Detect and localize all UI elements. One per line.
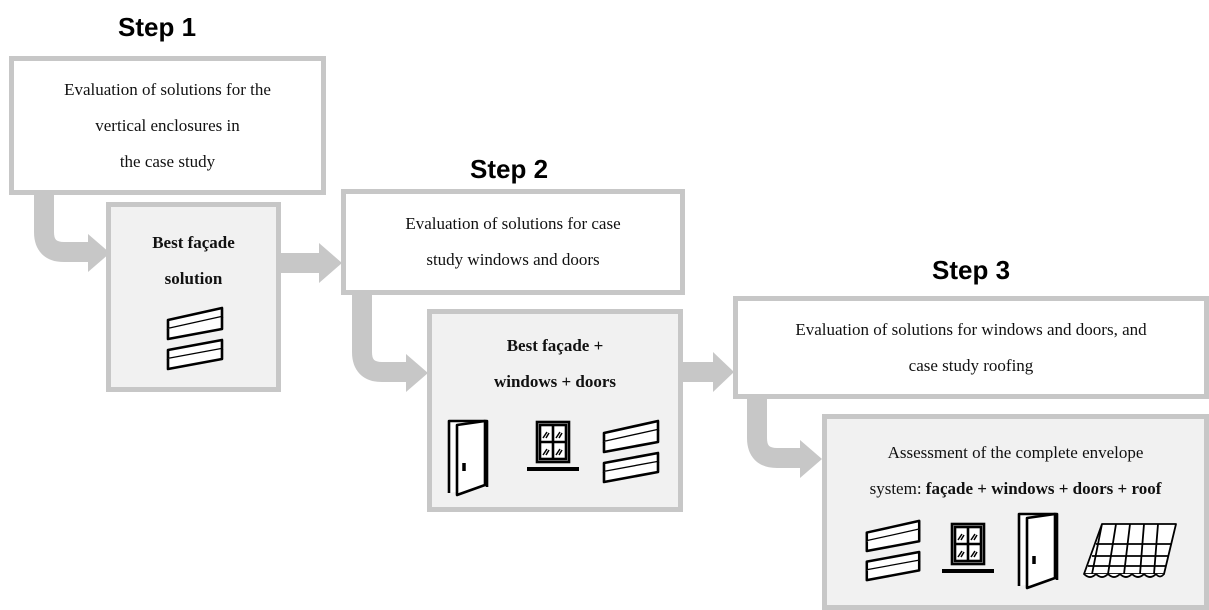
facade-panel-icon [162, 305, 228, 373]
step-1-result-line-2: solution [164, 269, 223, 288]
arrow-step2-to-result2-head [406, 354, 428, 392]
step-1-evaluation-box: Evaluation of solutions for the vertical… [9, 56, 326, 195]
arrow-step2-to-result2 [352, 294, 408, 382]
step-2-title: Step 2 [470, 154, 549, 184]
arrow-result2-to-step3 [682, 352, 734, 392]
window-icon [940, 520, 996, 576]
step-2-result-line-1: Best façade + [506, 336, 604, 355]
step-3-result-line-2-items: façade + windows + doors + roof [925, 479, 1162, 498]
step-3-evaluation-box: Evaluation of solutions for windows and … [733, 296, 1209, 399]
arrow-step3-to-result3-head [800, 440, 822, 478]
facade-panel-icon [860, 518, 926, 584]
facade-panel-icon [596, 418, 666, 486]
arrow-step3-to-result3 [747, 397, 802, 468]
step-1-result-line-1: Best façade [152, 233, 235, 252]
step-3-result-line-2-prefix: system: [869, 479, 926, 498]
arrow-step1-to-result1-head [88, 234, 110, 272]
step-3-evaluation-line-2: case study roofing [908, 355, 1034, 375]
roof-tiles-icon [1080, 518, 1180, 582]
step-3-evaluation-line-1: Evaluation of solutions for windows and … [795, 319, 1147, 339]
step-1-evaluation-line-3: the case study [119, 151, 216, 171]
window-icon [525, 418, 581, 474]
step-3-title: Step 3 [932, 255, 1011, 285]
step-3-result-line-1: Assessment of the complete envelope [887, 443, 1144, 462]
step-3-result-line-2: system: façade + windows + doors + roof [870, 471, 1162, 507]
arrow-result1-to-step2 [280, 243, 342, 283]
step-1-evaluation-line-1: Evaluation of solutions for the [64, 79, 271, 99]
door-icon [1015, 510, 1067, 590]
step-2-evaluation-box: Evaluation of solutions for case study w… [341, 189, 685, 295]
arrow-step1-to-result1 [34, 192, 90, 262]
step-2-result-line-2: windows + doors [493, 372, 617, 391]
step-2-evaluation-line-1: Evaluation of solutions for case [405, 214, 621, 233]
step-1-evaluation-line-2: vertical enclosures in [95, 115, 240, 135]
step-2-evaluation-line-2: study windows and doors [426, 250, 600, 269]
step-3-result-box: Assessment of the complete envelope syst… [822, 414, 1209, 610]
step-1-title: Step 1 [118, 12, 197, 42]
door-icon [445, 417, 497, 497]
